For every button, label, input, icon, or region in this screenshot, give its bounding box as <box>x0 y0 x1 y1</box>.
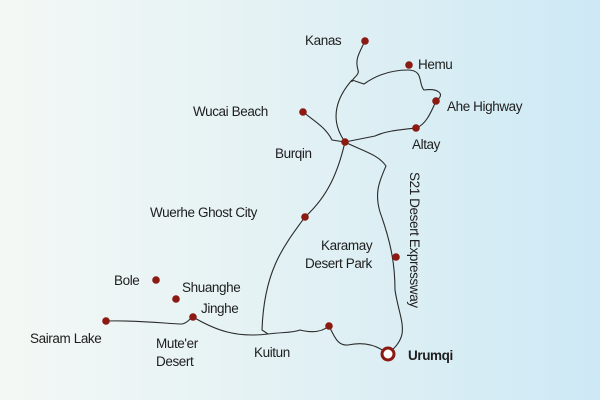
label-wucai: Wucai Beach <box>193 104 268 119</box>
dot-sairam <box>102 317 110 325</box>
dot-burqin <box>341 138 349 146</box>
road-burqin-kuitun <box>261 141 346 335</box>
road-main-west <box>105 316 389 355</box>
label-shuanghe: Shuanghe <box>182 280 240 295</box>
label-urumqi: Urumqi <box>408 348 453 363</box>
label-muteer-2: Desert <box>156 354 194 369</box>
label-jinghe: Jinghe <box>201 301 238 316</box>
label-s21-expressway: S21 Desert Expressway <box>407 172 422 308</box>
label-karamay-2: Desert Park <box>305 256 373 271</box>
label-kanas: Kanas <box>305 33 342 48</box>
dot-hemu <box>405 61 413 69</box>
label-hemu: Hemu <box>418 57 452 72</box>
label-kuitun: Kuitun <box>254 345 290 360</box>
dot-altay <box>412 124 420 132</box>
dot-wucai <box>299 108 307 116</box>
dot-kanas <box>361 37 369 45</box>
label-muteer-1: Mute'er <box>156 336 199 351</box>
label-altay: Altay <box>412 137 441 152</box>
label-bole: Bole <box>114 273 139 288</box>
dot-wuerhe <box>301 213 309 221</box>
road-hemu-loop <box>344 69 441 143</box>
place-dots <box>102 37 440 362</box>
dot-kuitun-east <box>325 322 333 330</box>
label-sairam: Sairam Lake <box>30 331 101 346</box>
label-wuerhe: Wuerhe Ghost City <box>150 205 258 220</box>
road-s21 <box>344 141 403 355</box>
dot-ahe <box>432 97 440 105</box>
road-burqin-kanas <box>335 79 353 143</box>
dot-karamay <box>392 253 400 261</box>
dot-bole <box>152 276 160 284</box>
dot-jinghe <box>189 313 197 321</box>
label-burqin: Burqin <box>275 146 312 161</box>
dot-shuanghe <box>172 295 180 303</box>
road-wucai <box>302 111 346 143</box>
road-kanas <box>351 40 366 83</box>
roads <box>105 40 441 355</box>
label-ahe: Ahe Highway <box>447 99 523 114</box>
dot-urumqi <box>380 346 396 362</box>
label-karamay-1: Karamay <box>321 238 373 253</box>
place-labels: Kanas Hemu Ahe Highway Wucai Beach Altay… <box>30 33 523 369</box>
